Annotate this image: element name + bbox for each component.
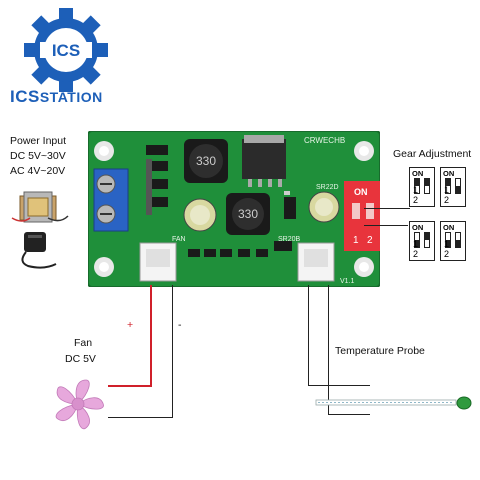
temperature-probe-label: Temperature Probe <box>335 345 425 357</box>
power-input-label: Power Input <box>10 135 67 147</box>
gear-on-label: ON <box>443 169 455 178</box>
gear-adjustment-label: Gear Adjustment <box>393 148 472 160</box>
gear-switch-sw2 <box>455 232 461 248</box>
gear-pointer-line-2 <box>364 225 408 226</box>
fan-minus-sign: - <box>178 319 182 331</box>
brand-ics: ICS <box>10 87 40 106</box>
gear-icon <box>24 8 108 92</box>
gear-switch-sw2 <box>424 178 430 194</box>
gear-position-numbers: 1 2 <box>444 239 454 259</box>
svg-text:2: 2 <box>367 235 373 246</box>
gear-position-numbers: 1 2 <box>413 185 423 205</box>
fan-wire-black-vertical <box>172 285 173 417</box>
probe-wire-2-horizontal <box>328 414 370 415</box>
probe-wire-1-horizontal <box>308 385 370 386</box>
gear-switch-sw1 <box>414 232 420 248</box>
capacitor-2 <box>308 191 340 223</box>
gear-setting-2: ON 1 2 <box>440 167 466 207</box>
svg-text:1: 1 <box>353 235 359 246</box>
transformer-image <box>11 191 69 223</box>
gear-pointer-line-1 <box>364 208 410 209</box>
gear-on-label: ON <box>412 223 424 232</box>
power-terminal-block <box>93 168 129 232</box>
capacitor-1 <box>183 198 217 232</box>
probe-wire-1-vertical <box>308 285 309 385</box>
svg-text:CRWECHB: CRWECHB <box>304 136 345 145</box>
ac-range-label: AC 4V~20V <box>10 165 66 178</box>
svg-text:330: 330 <box>238 207 258 221</box>
gear-setting-4: ON 1 2 <box>440 221 466 261</box>
icstation-logo: ICS <box>24 8 108 92</box>
inductor-1: 330 <box>184 139 228 183</box>
inductor-2: 330 <box>226 193 270 235</box>
brand-station: STATION <box>39 89 103 105</box>
fan-plus-sign: + <box>127 319 134 331</box>
pcb-board: 330 CRWECHB 330 ON 1 2 SR22D SR20B <box>88 131 380 287</box>
gear-position-numbers: 1 2 <box>413 239 423 259</box>
svg-text:V1.1: V1.1 <box>340 278 355 285</box>
fan-label: Fan <box>74 337 93 349</box>
probe-connector <box>297 242 335 282</box>
fan-wire-black-horizontal <box>108 417 173 418</box>
svg-text:ICS: ICS <box>52 41 80 60</box>
gear-switch-sw1 <box>445 178 451 194</box>
gear-setting-1: ON 1 2 <box>409 167 435 207</box>
gear-switch-sw1 <box>445 232 451 248</box>
svg-text:330: 330 <box>196 154 216 168</box>
fan-connector <box>139 242 177 282</box>
adapter-image <box>21 232 57 269</box>
fan-voltage-label: DC 5V <box>65 353 96 365</box>
temperature-probe-image <box>315 396 472 410</box>
svg-text:SR22D: SR22D <box>316 184 339 191</box>
gear-switch-sw2 <box>455 178 461 194</box>
svg-text:FAN: FAN <box>172 236 186 243</box>
probe-wire-2-vertical <box>328 285 329 415</box>
fan-icon <box>55 379 104 430</box>
svg-text:SR20B: SR20B <box>278 236 301 243</box>
svg-text:ON: ON <box>354 187 368 197</box>
power-input-block: Power Input DC 5V~30V AC 4V~20V <box>10 134 66 180</box>
fan-wire-red-vertical <box>150 285 152 385</box>
fan-wire-red-horizontal <box>108 385 152 387</box>
gear-position-numbers: 1 2 <box>444 185 454 205</box>
gear-setting-3: ON 1 2 <box>409 221 435 261</box>
brand-name: ICSSTATION <box>10 87 103 107</box>
dc-range-label: DC 5V~30V <box>10 150 66 163</box>
gear-switch-sw2 <box>424 232 430 248</box>
gear-on-label: ON <box>443 223 455 232</box>
mounting-holes <box>94 141 374 277</box>
gear-on-label: ON <box>412 169 424 178</box>
dip-switch: ON 1 2 <box>344 181 380 251</box>
regulator-ic <box>242 135 286 187</box>
gear-switch-sw1 <box>414 178 420 194</box>
